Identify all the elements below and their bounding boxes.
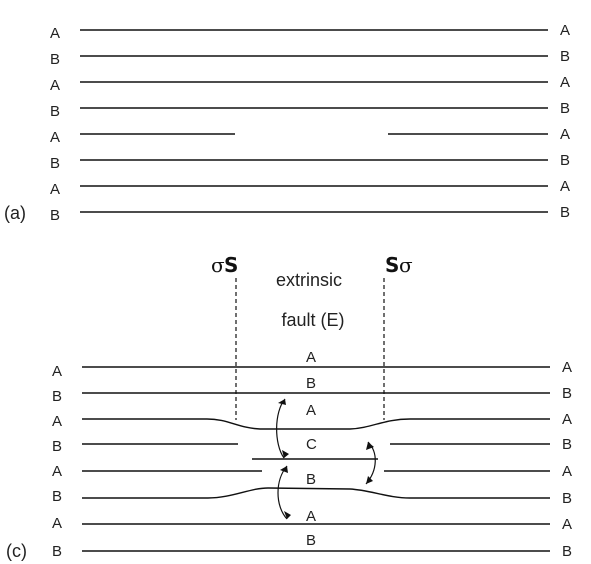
panel-c-right-label: B bbox=[562, 385, 572, 402]
panel-c: (c) σ S S σ extrinsic fault (E) A B A B … bbox=[6, 253, 572, 561]
panel-a-left-label: B bbox=[50, 51, 60, 68]
panel-a-left-label: A bbox=[50, 25, 60, 42]
panel-c-right-label: A bbox=[562, 463, 572, 480]
panel-c-left-label: A bbox=[52, 363, 62, 380]
layer-line-bent-upper bbox=[82, 418, 550, 430]
panel-a: (a) A B A B A B A B A B A B A B A B bbox=[4, 22, 570, 224]
double-arrow-right bbox=[365, 441, 376, 485]
fault-label-line1: extrinsic bbox=[276, 270, 342, 290]
left-partial-symbol: σ S bbox=[211, 253, 238, 277]
panel-c-label: (c) bbox=[6, 541, 27, 561]
panel-a-label: (a) bbox=[4, 203, 26, 223]
panel-c-right-label: B bbox=[562, 543, 572, 560]
sigma-symbol-left: σ bbox=[211, 253, 225, 277]
panel-c-center-label: B bbox=[306, 375, 316, 392]
layer-line-bent-lower bbox=[82, 487, 550, 499]
panel-c-left-label: A bbox=[52, 413, 62, 430]
panel-a-left-label: B bbox=[50, 103, 60, 120]
panel-a-right-label: B bbox=[560, 48, 570, 65]
panel-a-right-label: B bbox=[560, 100, 570, 117]
panel-a-right-label: A bbox=[560, 126, 570, 143]
right-partial-symbol: S σ bbox=[385, 253, 413, 277]
s-symbol-left: S bbox=[224, 253, 238, 277]
panel-c-right-label: A bbox=[562, 516, 572, 533]
panel-c-center-label: A bbox=[306, 349, 316, 366]
panel-a-right-label: B bbox=[560, 204, 570, 221]
panel-c-left-label: B bbox=[52, 543, 62, 560]
panel-c-right-label: A bbox=[562, 359, 572, 376]
double-arrow-lower-left bbox=[277, 465, 291, 520]
panel-c-right-label: B bbox=[562, 490, 572, 507]
sigma-symbol-right: σ bbox=[399, 253, 413, 277]
panel-a-left-label: A bbox=[50, 181, 60, 198]
panel-c-right-label: A bbox=[562, 411, 572, 428]
panel-a-right-label: A bbox=[560, 178, 570, 195]
panel-a-right-label: A bbox=[560, 74, 570, 91]
panel-c-center-label: A bbox=[306, 508, 316, 525]
panel-c-left-label: A bbox=[52, 515, 62, 532]
panel-c-center-label: B bbox=[306, 532, 316, 549]
panel-a-left-label: A bbox=[50, 129, 60, 146]
panel-a-left-label: B bbox=[50, 207, 60, 224]
panel-c-center-label: A bbox=[306, 402, 316, 419]
panel-a-right-label: B bbox=[560, 152, 570, 169]
double-arrow-upper-left bbox=[276, 398, 289, 459]
panel-c-center-label: C bbox=[306, 436, 317, 453]
panel-c-left-label: B bbox=[52, 488, 62, 505]
s-symbol-right: S bbox=[385, 253, 399, 277]
panel-a-left-label: B bbox=[50, 155, 60, 172]
panel-c-left-label: B bbox=[52, 438, 62, 455]
panel-a-left-label: A bbox=[50, 77, 60, 94]
fault-label-line2: fault (E) bbox=[281, 310, 344, 330]
panel-c-right-label: B bbox=[562, 436, 572, 453]
panel-c-left-label: A bbox=[52, 463, 62, 480]
panel-c-center-label: B bbox=[306, 471, 316, 488]
panel-a-right-label: A bbox=[560, 22, 570, 39]
panel-c-left-label: B bbox=[52, 388, 62, 405]
